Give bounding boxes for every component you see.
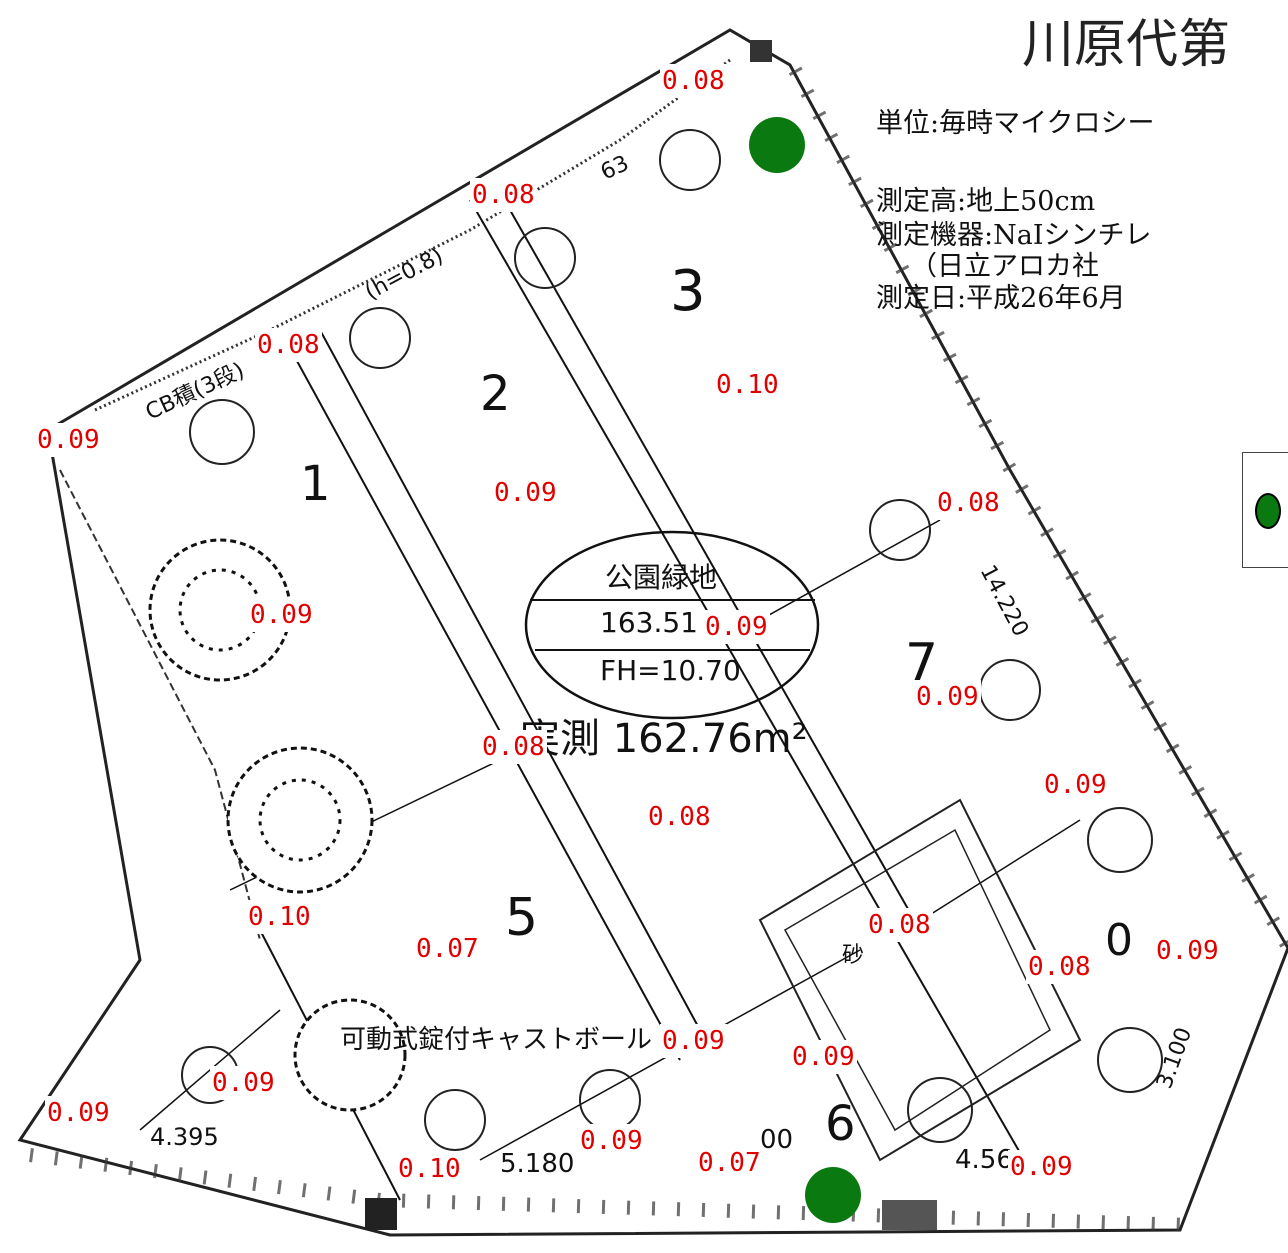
map-title: 川原代第 — [1022, 15, 1231, 75]
block-wall-top — [94, 58, 731, 412]
wall-height-label: (h=0.8) — [361, 244, 447, 306]
dim-00: 00 — [760, 1125, 793, 1155]
zone-6: 6 — [825, 1096, 856, 1152]
measurement-value: 0.09 — [1154, 934, 1221, 968]
measurement-value: 0.08 — [1026, 950, 1093, 984]
marker-block-bottom — [365, 1198, 397, 1230]
info-height: 測定高:地上50cm — [876, 186, 1096, 217]
block-wall-left — [59, 469, 261, 941]
park-label: 公園緑地 — [605, 561, 717, 594]
lot-line-1 — [279, 329, 681, 1061]
measurement-value: 0.09 — [578, 1124, 645, 1158]
marker-block-bottom-right — [882, 1200, 937, 1230]
legend-dot-icon — [1255, 493, 1281, 529]
measurement-value: 0.09 — [35, 423, 102, 457]
park-ellipse — [524, 530, 820, 720]
zone-1: 1 — [300, 456, 331, 512]
measurement-value: 0.08 — [935, 486, 1002, 520]
sand-label: 砂 — [842, 943, 864, 968]
dim-63: 63 — [597, 151, 633, 185]
measurement-value: 0.09 — [210, 1066, 277, 1100]
zone-2: 2 — [480, 366, 511, 422]
measurement-value: 0.08 — [646, 800, 713, 834]
measurement-value: 0.09 — [703, 610, 770, 644]
info-device-maker: （日立アロカ社 — [910, 251, 1099, 282]
shrubs — [148, 538, 407, 1112]
measurement-value: 0.10 — [714, 368, 781, 402]
info-device: 測定機器:NaIシンチレ — [876, 220, 1152, 251]
measurement-value: 0.08 — [660, 64, 727, 98]
area-label: 実測 162.76m² — [520, 716, 808, 762]
highlight-point-bottom — [805, 1167, 861, 1223]
measurement-value: 0.09 — [1008, 1150, 1075, 1184]
measurement-value: 0.09 — [1042, 768, 1109, 802]
zone-3: 3 — [670, 259, 706, 324]
measurement-value: 0.08 — [866, 908, 933, 942]
dim-4560: 4.56 — [955, 1145, 1013, 1175]
measurement-value: 0.09 — [660, 1024, 727, 1058]
dim-5180: 5.180 — [500, 1149, 574, 1179]
info-date: 測定日:平成26年6月 — [876, 283, 1126, 314]
lot-line-3 — [509, 209, 921, 931]
sandbox-inner — [783, 828, 1051, 1132]
measurement-value: 0.09 — [790, 1040, 857, 1074]
zone-5: 5 — [505, 888, 538, 948]
measurement-value: 0.08 — [470, 178, 537, 212]
marker-block-top — [750, 40, 772, 62]
legend-box — [1242, 452, 1288, 568]
measurement-value: 0.09 — [45, 1096, 112, 1130]
measurement-value: 0.09 — [248, 598, 315, 632]
castball-label: 可動式錠付キャストボール — [340, 1025, 652, 1055]
lot-line-4 — [319, 329, 701, 1031]
trees — [181, 129, 1163, 1151]
park-area-label: 163.51 — [600, 606, 698, 639]
measurement-value: 0.08 — [480, 730, 547, 764]
dim-14220: 14.220 — [975, 561, 1033, 641]
zone-0: 0 — [1105, 915, 1133, 966]
info-unit: 単位:毎時マイクロシー — [876, 108, 1155, 139]
measurement-value: 0.07 — [696, 1146, 763, 1180]
measurement-value: 0.09 — [914, 680, 981, 714]
measurement-value: 0.10 — [396, 1152, 463, 1186]
dim-3100: 3.100 — [1152, 1024, 1197, 1092]
highlight-point-top — [749, 117, 805, 173]
measurement-value: 0.07 — [414, 932, 481, 966]
measurement-value: 0.09 — [492, 476, 559, 510]
fh-label: FH=10.70 — [600, 654, 741, 687]
lot-line-6 — [759, 519, 941, 621]
measurement-value: 0.10 — [246, 900, 313, 934]
measurement-value: 0.08 — [255, 328, 322, 362]
lot-line-2 — [469, 199, 1031, 1171]
sandbox — [758, 798, 1082, 1162]
dim-4395: 4.395 — [150, 1123, 219, 1151]
